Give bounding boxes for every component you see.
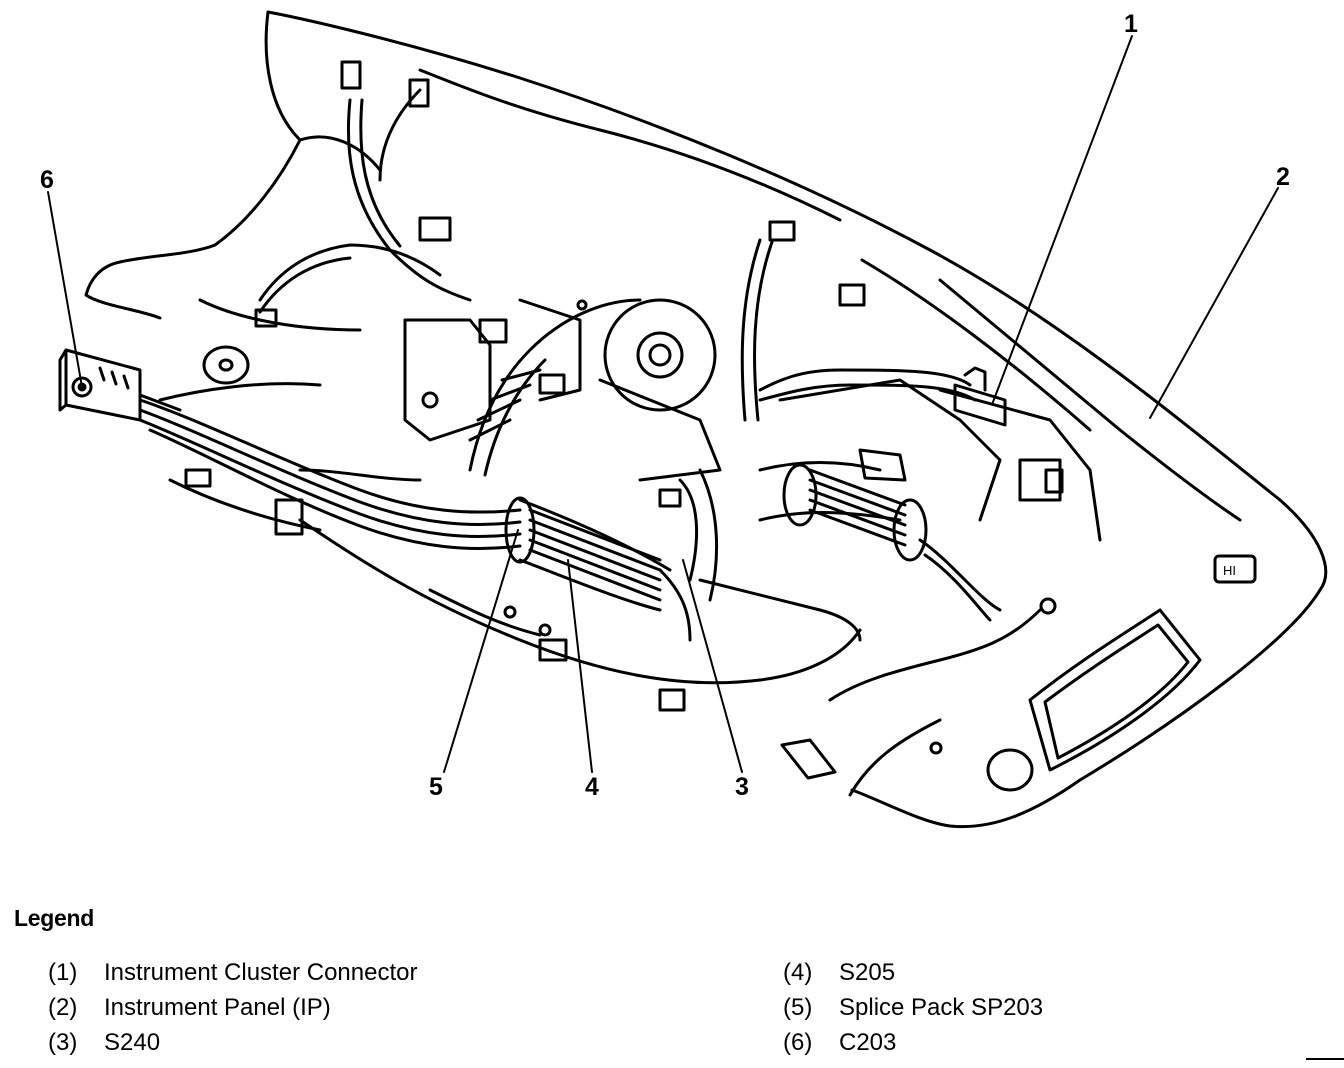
wiring-harness	[138, 88, 1002, 642]
callout-6: 6	[40, 166, 54, 194]
legend-item-label: Instrument Cluster Connector	[104, 958, 418, 986]
legend-item-number: (1)	[48, 958, 78, 986]
legend-item-number: (3)	[48, 1028, 78, 1056]
legend-item-label: Splice Pack SP203	[839, 993, 1044, 1021]
callout-2: 2	[1276, 163, 1290, 191]
legend-item: (5) Splice Pack SP203	[783, 990, 1043, 1025]
callout-1: 1	[1124, 10, 1138, 38]
right-lower-bracket	[780, 597, 1057, 797]
legend-item-number: (5)	[783, 993, 813, 1021]
callout-3: 3	[735, 773, 749, 801]
instrument-panel-shell	[84, 10, 1328, 829]
lower-dash-section	[158, 298, 862, 685]
legend-item-label: Instrument Panel (IP)	[104, 993, 331, 1021]
legend-item: (3) S240	[48, 1025, 417, 1060]
callout-leaders	[47, 35, 1279, 773]
legend-item-number: (2)	[48, 993, 78, 1021]
dash-structures	[403, 298, 1257, 584]
legend-column-left: (1) Instrument Cluster Connector (2) Ins…	[48, 955, 417, 1060]
panel-badge-label: HI	[1223, 563, 1236, 578]
corner-rule	[1306, 1058, 1344, 1060]
legend-item: (6) C203	[783, 1025, 1043, 1060]
legend-item: (4) S205	[783, 955, 1043, 990]
steering-column-opening	[202, 298, 1034, 792]
legend-item-label: C203	[839, 1028, 897, 1056]
clips-and-connectors	[184, 60, 1064, 712]
legend-item: (1) Instrument Cluster Connector	[48, 955, 417, 990]
instrument-panel-wiring-diagram: 1 2 3 4 5 6 HI	[40, 10, 1328, 829]
legend-item-number: (6)	[783, 1028, 813, 1056]
glovebox-opening	[1028, 608, 1202, 772]
legend-item-label: S205	[839, 958, 896, 986]
legend-item-label: S240	[104, 1028, 161, 1056]
instrument-cluster-connector	[953, 366, 1007, 427]
callout-4: 4	[585, 773, 599, 801]
legend-column-right: (4) S205 (5) Splice Pack SP203 (6) C203	[783, 955, 1043, 1060]
callout-5: 5	[429, 773, 443, 801]
legend-item-number: (4)	[783, 958, 813, 986]
legend-title: Legend	[14, 905, 94, 931]
legend-item: (2) Instrument Panel (IP)	[48, 990, 417, 1025]
